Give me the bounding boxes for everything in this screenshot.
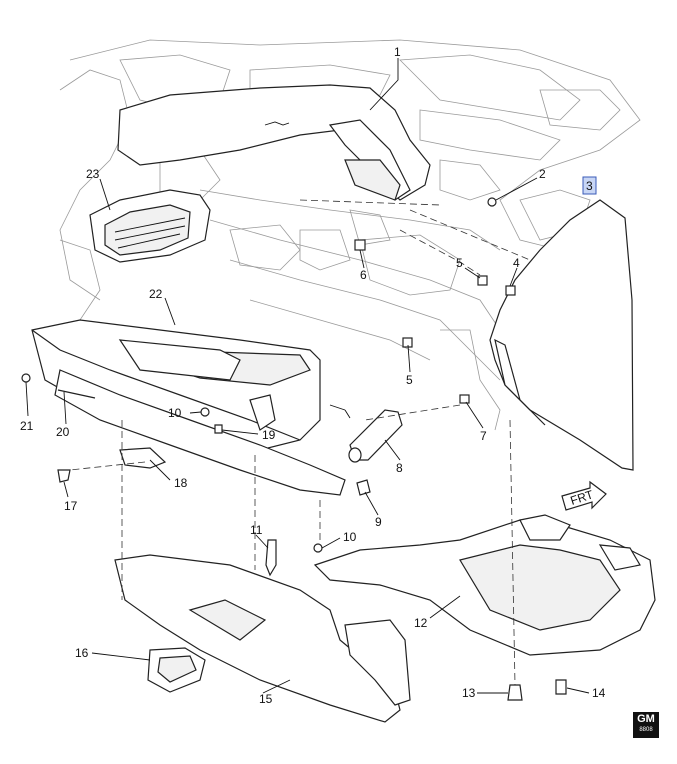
instrument-panel-background (59, 39, 641, 431)
frt-label: FRT (569, 487, 596, 508)
part-1-upper-trim-panel (117, 84, 431, 201)
part-7-clip (459, 394, 470, 404)
callout-17: 17 (64, 499, 78, 513)
callout-13: 13 (462, 686, 476, 700)
fasteners (21, 197, 567, 701)
part-8-damper (329, 404, 403, 463)
callout-21: 21 (20, 419, 34, 433)
callout-23: 23 (86, 167, 100, 181)
part-5-clip-lower (402, 337, 413, 348)
callout-4: 4 (513, 256, 520, 270)
part-6-clip (354, 239, 366, 251)
callout-8: 8 (396, 461, 403, 475)
part-10-screw-lower (313, 543, 323, 553)
part-23-air-outlet (89, 189, 211, 263)
callout-6: 6 (360, 268, 367, 282)
callout-15: 15 (259, 692, 273, 706)
part-10-screw-upper (200, 407, 210, 417)
callout-18: 18 (174, 476, 188, 490)
callout-19: 19 (262, 428, 276, 442)
part-17-clip (57, 469, 71, 483)
part-2-screw (487, 197, 497, 207)
callout-22: 22 (149, 287, 163, 301)
callout-10-upper: 10 (168, 406, 182, 420)
part-22-glove-box-housing (31, 319, 321, 451)
callout-7: 7 (480, 429, 487, 443)
part-11-stud (265, 539, 277, 577)
callout-10-lower: 10 (343, 530, 357, 544)
part-3-end-panel (489, 199, 634, 471)
callout-1: 1 (394, 45, 401, 59)
part-16-latch-handle (147, 647, 206, 693)
part-12-lower-closeout-panel (313, 514, 656, 656)
callout-3-highlight (582, 176, 597, 195)
glove-box-lower-frame (54, 369, 346, 496)
callout-5-lower: 5 (406, 373, 413, 387)
callout-11: 11 (250, 523, 263, 537)
part-20-bolt (57, 389, 96, 399)
callout-labels: 1 2 3 4 5 5 6 7 8 9 10 10 11 12 13 14 15… (20, 45, 606, 706)
part-18-bracket (119, 447, 167, 469)
part-9-nut (356, 479, 371, 496)
part-4-clip (505, 285, 516, 296)
part-5-clip-upper (477, 275, 488, 286)
gm-logo-subtext: 8808 (639, 727, 653, 733)
assembly-dash-lines (69, 199, 531, 686)
callout-5-upper: 5 (456, 256, 463, 270)
part-19-clip (214, 424, 223, 434)
gm-logo: GM 8808 (633, 712, 659, 738)
callout-3: 3 (586, 179, 593, 193)
callout-14: 14 (592, 686, 606, 700)
part-13-fastener (507, 684, 523, 701)
callout-2: 2 (539, 167, 546, 181)
callout-20: 20 (56, 425, 70, 439)
callout-12: 12 (414, 616, 428, 630)
front-direction-arrow: FRT (561, 480, 607, 511)
part-21-pin (21, 373, 31, 383)
callout-16: 16 (75, 646, 89, 660)
callout-leaders (25, 58, 590, 694)
part-14-bolt (555, 679, 567, 695)
part-15-glove-box-door (114, 554, 411, 723)
callout-9: 9 (375, 515, 382, 529)
gm-logo-text: GM (637, 713, 655, 725)
